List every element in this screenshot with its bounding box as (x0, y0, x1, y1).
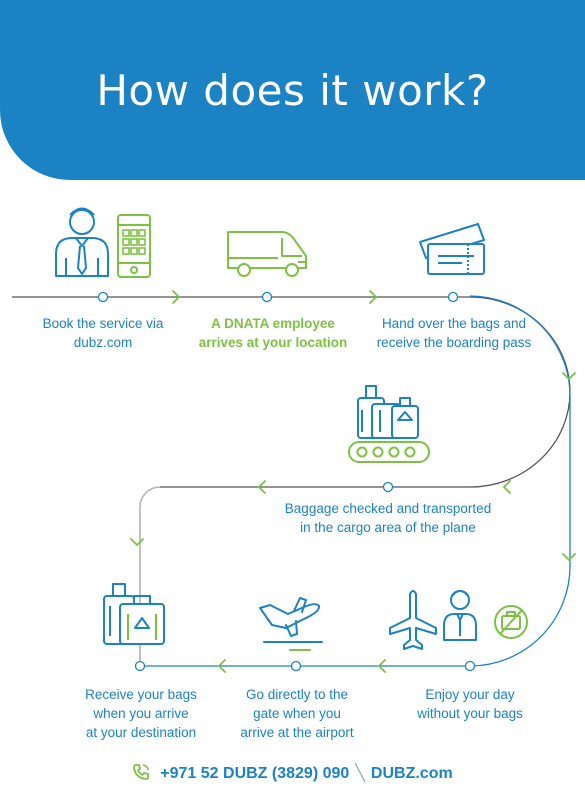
step-label-receive: Receive your bags when you arrive at you… (85, 687, 197, 740)
step-label-handover: Hand over the bags and receive the board… (376, 316, 532, 350)
step-label-gate: Go directly to the gate when you arrive … (240, 687, 354, 740)
step-label-employee: A DNATA employee arrives at your locatio… (198, 316, 348, 350)
chevron-left-icon (378, 659, 386, 673)
page-title: How does it work? (96, 66, 489, 115)
chevron-down-icon (130, 538, 144, 546)
step-label-baggage: Baggage checked and transported in the c… (284, 501, 492, 535)
boarding-pass-icon (419, 223, 485, 275)
chevron-left-icon (503, 480, 511, 494)
footer-contact: +971 52 DUBZ (3829) 090 ╲ DUBZ.com (0, 763, 585, 783)
node-step-1 (97, 291, 109, 303)
chevron-right-icon (369, 290, 377, 304)
divider: ╲ (355, 765, 365, 782)
connector-line-top (12, 296, 571, 665)
phone-number[interactable]: +971 52 DUBZ (3829) 090 (160, 765, 350, 782)
connector-line-right (136, 295, 571, 667)
node-step-5 (464, 660, 476, 672)
user-phone-icon (55, 207, 109, 277)
chevron-left-icon (258, 480, 266, 494)
chevron-right-icon (172, 290, 180, 304)
website-link[interactable]: DUBZ.com (370, 765, 453, 782)
node-step-3 (447, 291, 459, 303)
step-label-book: Book the service via dubz.com (42, 316, 164, 350)
chevron-down-icon (562, 553, 576, 561)
van-icon (227, 231, 307, 277)
plane-takeoff-icon (259, 597, 323, 651)
phone-icon (133, 764, 150, 780)
node-step-7 (134, 660, 146, 672)
chevron-down-icon (562, 372, 576, 380)
node-step-2 (261, 291, 273, 303)
node-step-4 (382, 481, 394, 493)
step-label-enjoy: Enjoy your day without your bags (417, 687, 523, 721)
header-banner: How does it work? (0, 0, 585, 180)
chevron-left-icon (218, 659, 226, 673)
luggage-icon (103, 583, 165, 645)
plane-person-no-bags-icon (389, 590, 528, 650)
node-step-6 (290, 660, 302, 672)
baggage-conveyor-icon (348, 385, 430, 463)
